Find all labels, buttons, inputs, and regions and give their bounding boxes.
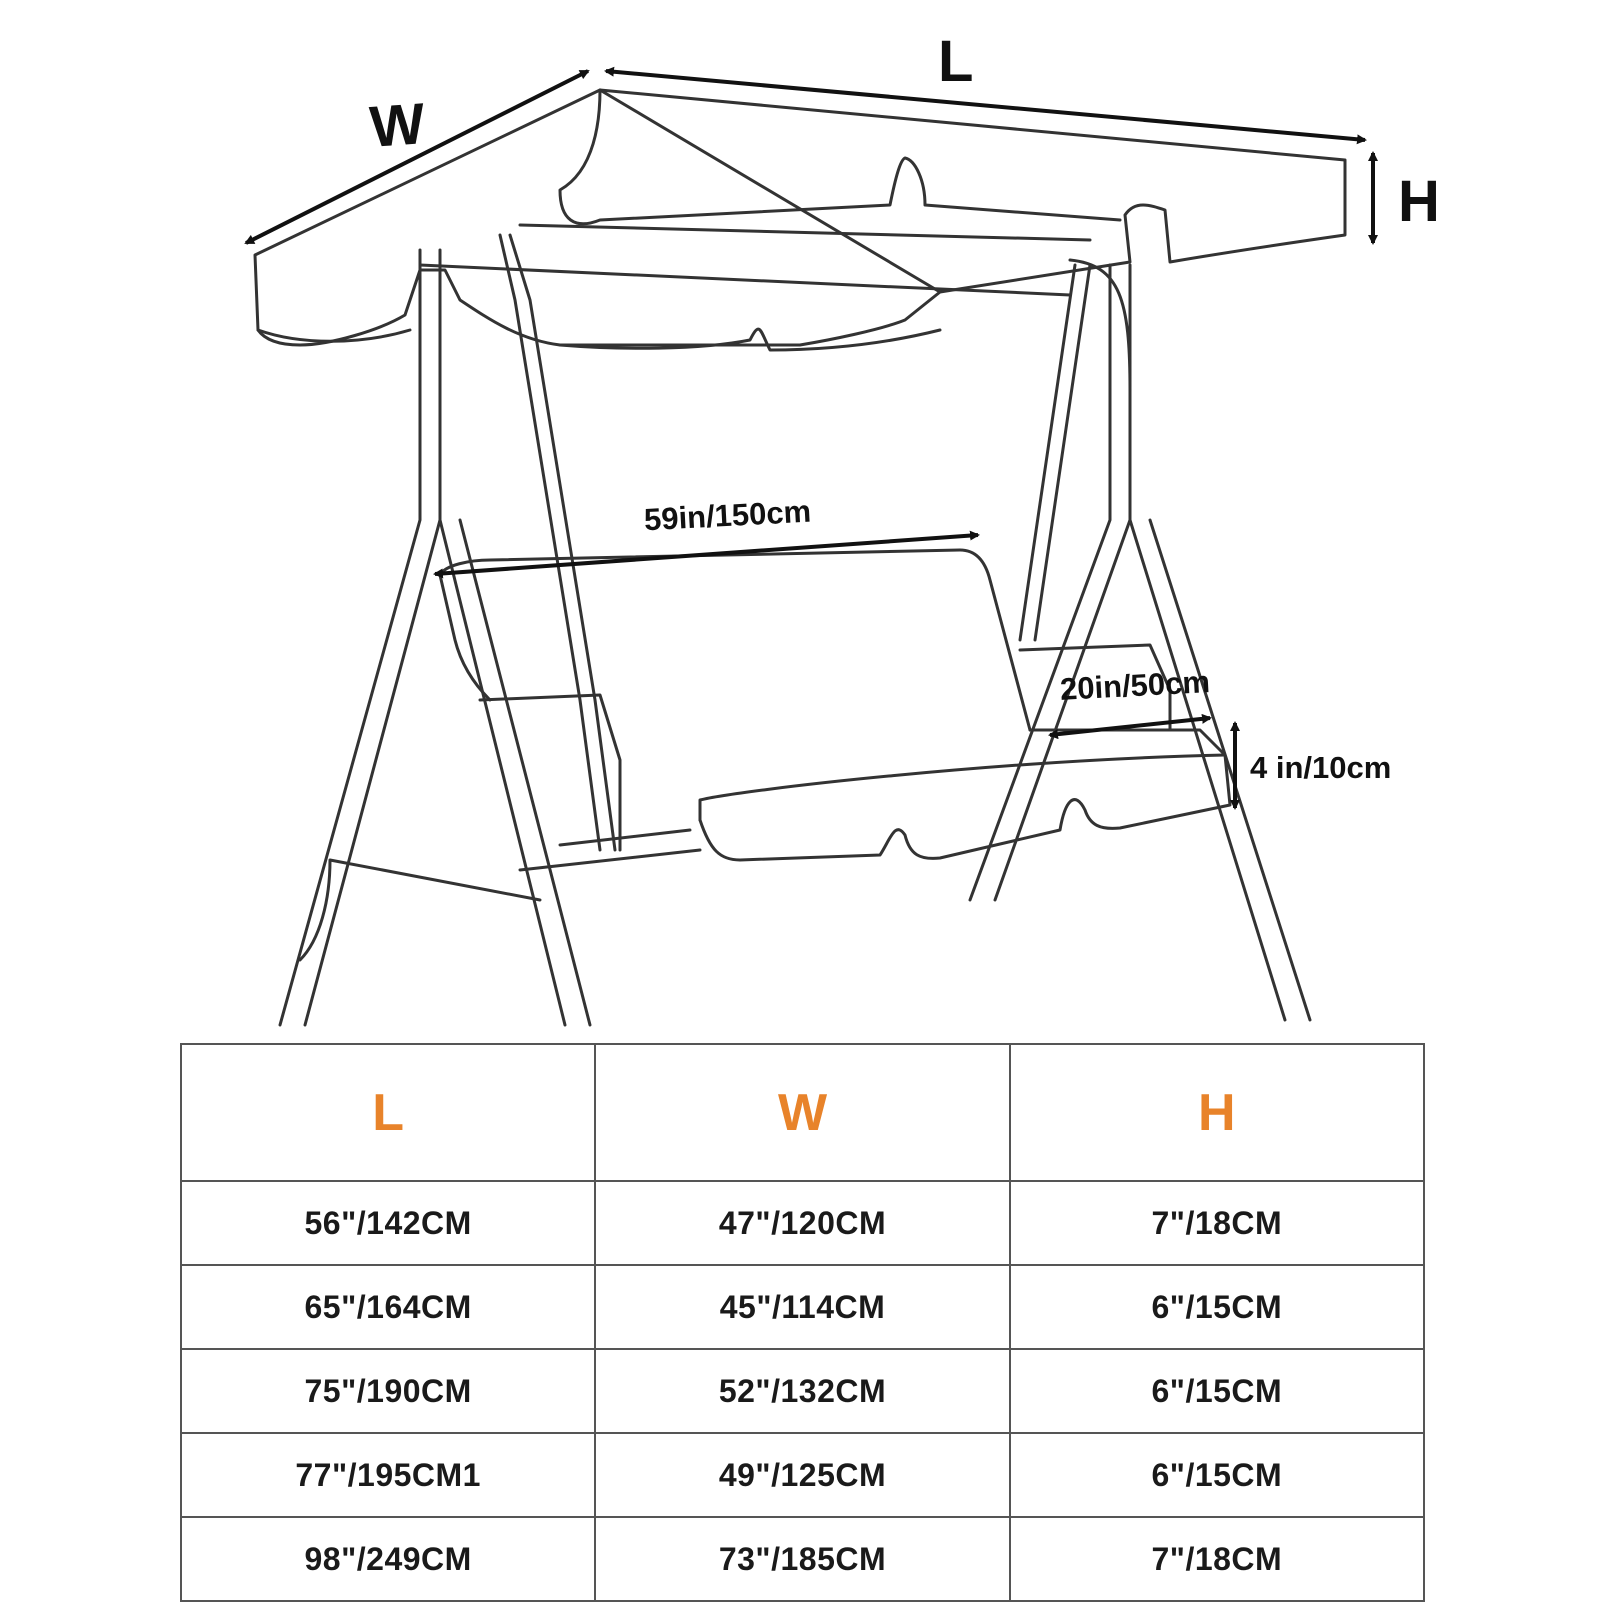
arrow-seat-length bbox=[433, 530, 980, 579]
cell-height: 6"/15CM bbox=[1008, 1264, 1426, 1350]
left-post bbox=[418, 248, 442, 382]
canopy-valance bbox=[256, 327, 942, 352]
table-row: 56"/142CM 47"/120CM 7"/18CM bbox=[179, 1180, 1426, 1266]
header-length: L bbox=[179, 1043, 597, 1182]
arrow-seat-depth bbox=[1048, 713, 1212, 740]
table-row: 77"/195CM1 49"/125CM 6"/15CM bbox=[179, 1432, 1426, 1518]
cell-length: 98"/249CM bbox=[179, 1516, 597, 1602]
cell-width: 47"/120CM bbox=[594, 1180, 1011, 1266]
arrow-length bbox=[604, 66, 1367, 145]
swing-drawing bbox=[244, 66, 1378, 1027]
table-row: 98"/249CM 73"/185CM 7"/18CM bbox=[179, 1516, 1426, 1602]
seat-front bbox=[698, 753, 1232, 862]
canopy-bar bbox=[418, 223, 1092, 297]
seat-top-edge bbox=[698, 728, 1227, 822]
cushion-thickness-label: 4 in/10cm bbox=[1250, 750, 1392, 785]
cell-height: 6"/15CM bbox=[1008, 1348, 1426, 1434]
size-table-header: L W H bbox=[179, 1043, 1426, 1182]
cell-width: 73"/185CM bbox=[594, 1516, 1011, 1602]
seat-back bbox=[438, 548, 1032, 732]
left-leg-inner bbox=[438, 518, 567, 1027]
left-armrest bbox=[478, 693, 622, 852]
right-hanger bbox=[1018, 263, 1077, 642]
dimension-label-height: H bbox=[1398, 169, 1440, 234]
table-header-row: L W H bbox=[179, 1043, 1426, 1182]
right-leg-outer bbox=[968, 388, 1112, 902]
left-leg-inner-2 bbox=[458, 518, 592, 1027]
left-leg-outer bbox=[278, 378, 422, 1027]
header-width: W bbox=[594, 1043, 1011, 1182]
dimension-label-length: L bbox=[938, 29, 974, 94]
left-brace bbox=[298, 858, 542, 962]
seat-back-left bbox=[438, 573, 492, 702]
arrow-width bbox=[244, 69, 590, 245]
size-table: L W H 56"/142CM 47"/120CM 7"/18CM 65"/16… bbox=[179, 1043, 1426, 1602]
table-row: 75"/190CM 52"/132CM 6"/15CM bbox=[179, 1348, 1426, 1434]
right-hanger-2 bbox=[1033, 263, 1092, 642]
cell-width: 45"/114CM bbox=[594, 1264, 1011, 1350]
seat-base-bar bbox=[518, 828, 702, 872]
header-height: H bbox=[1008, 1043, 1426, 1182]
table-row: 65"/164CM 45"/114CM 6"/15CM bbox=[179, 1264, 1426, 1350]
cell-height: 7"/18CM bbox=[1008, 1180, 1426, 1266]
left-hanger bbox=[498, 233, 602, 852]
right-armrest bbox=[1018, 643, 1172, 732]
swing-diagram: L W H 59in/150cm 20in/50cm 4 in/10cm bbox=[244, 29, 1440, 1027]
left-hanger-2 bbox=[508, 233, 617, 852]
cell-width: 49"/125CM bbox=[594, 1432, 1011, 1518]
dimension-label-width: W bbox=[367, 91, 427, 160]
cell-length: 77"/195CM1 bbox=[179, 1432, 597, 1518]
cell-length: 65"/164CM bbox=[179, 1264, 597, 1350]
canopy-front bbox=[253, 88, 942, 347]
right-leg-inner bbox=[1128, 518, 1287, 1022]
size-table-body: 56"/142CM 47"/120CM 7"/18CM 65"/164CM 45… bbox=[179, 1180, 1426, 1602]
cell-width: 52"/132CM bbox=[594, 1348, 1011, 1434]
canopy-top bbox=[598, 88, 1347, 294]
cell-length: 75"/190CM bbox=[179, 1348, 597, 1434]
cell-height: 7"/18CM bbox=[1008, 1516, 1426, 1602]
cell-length: 56"/142CM bbox=[179, 1180, 597, 1266]
cell-height: 6"/15CM bbox=[1008, 1432, 1426, 1518]
right-arch bbox=[1068, 258, 1132, 392]
